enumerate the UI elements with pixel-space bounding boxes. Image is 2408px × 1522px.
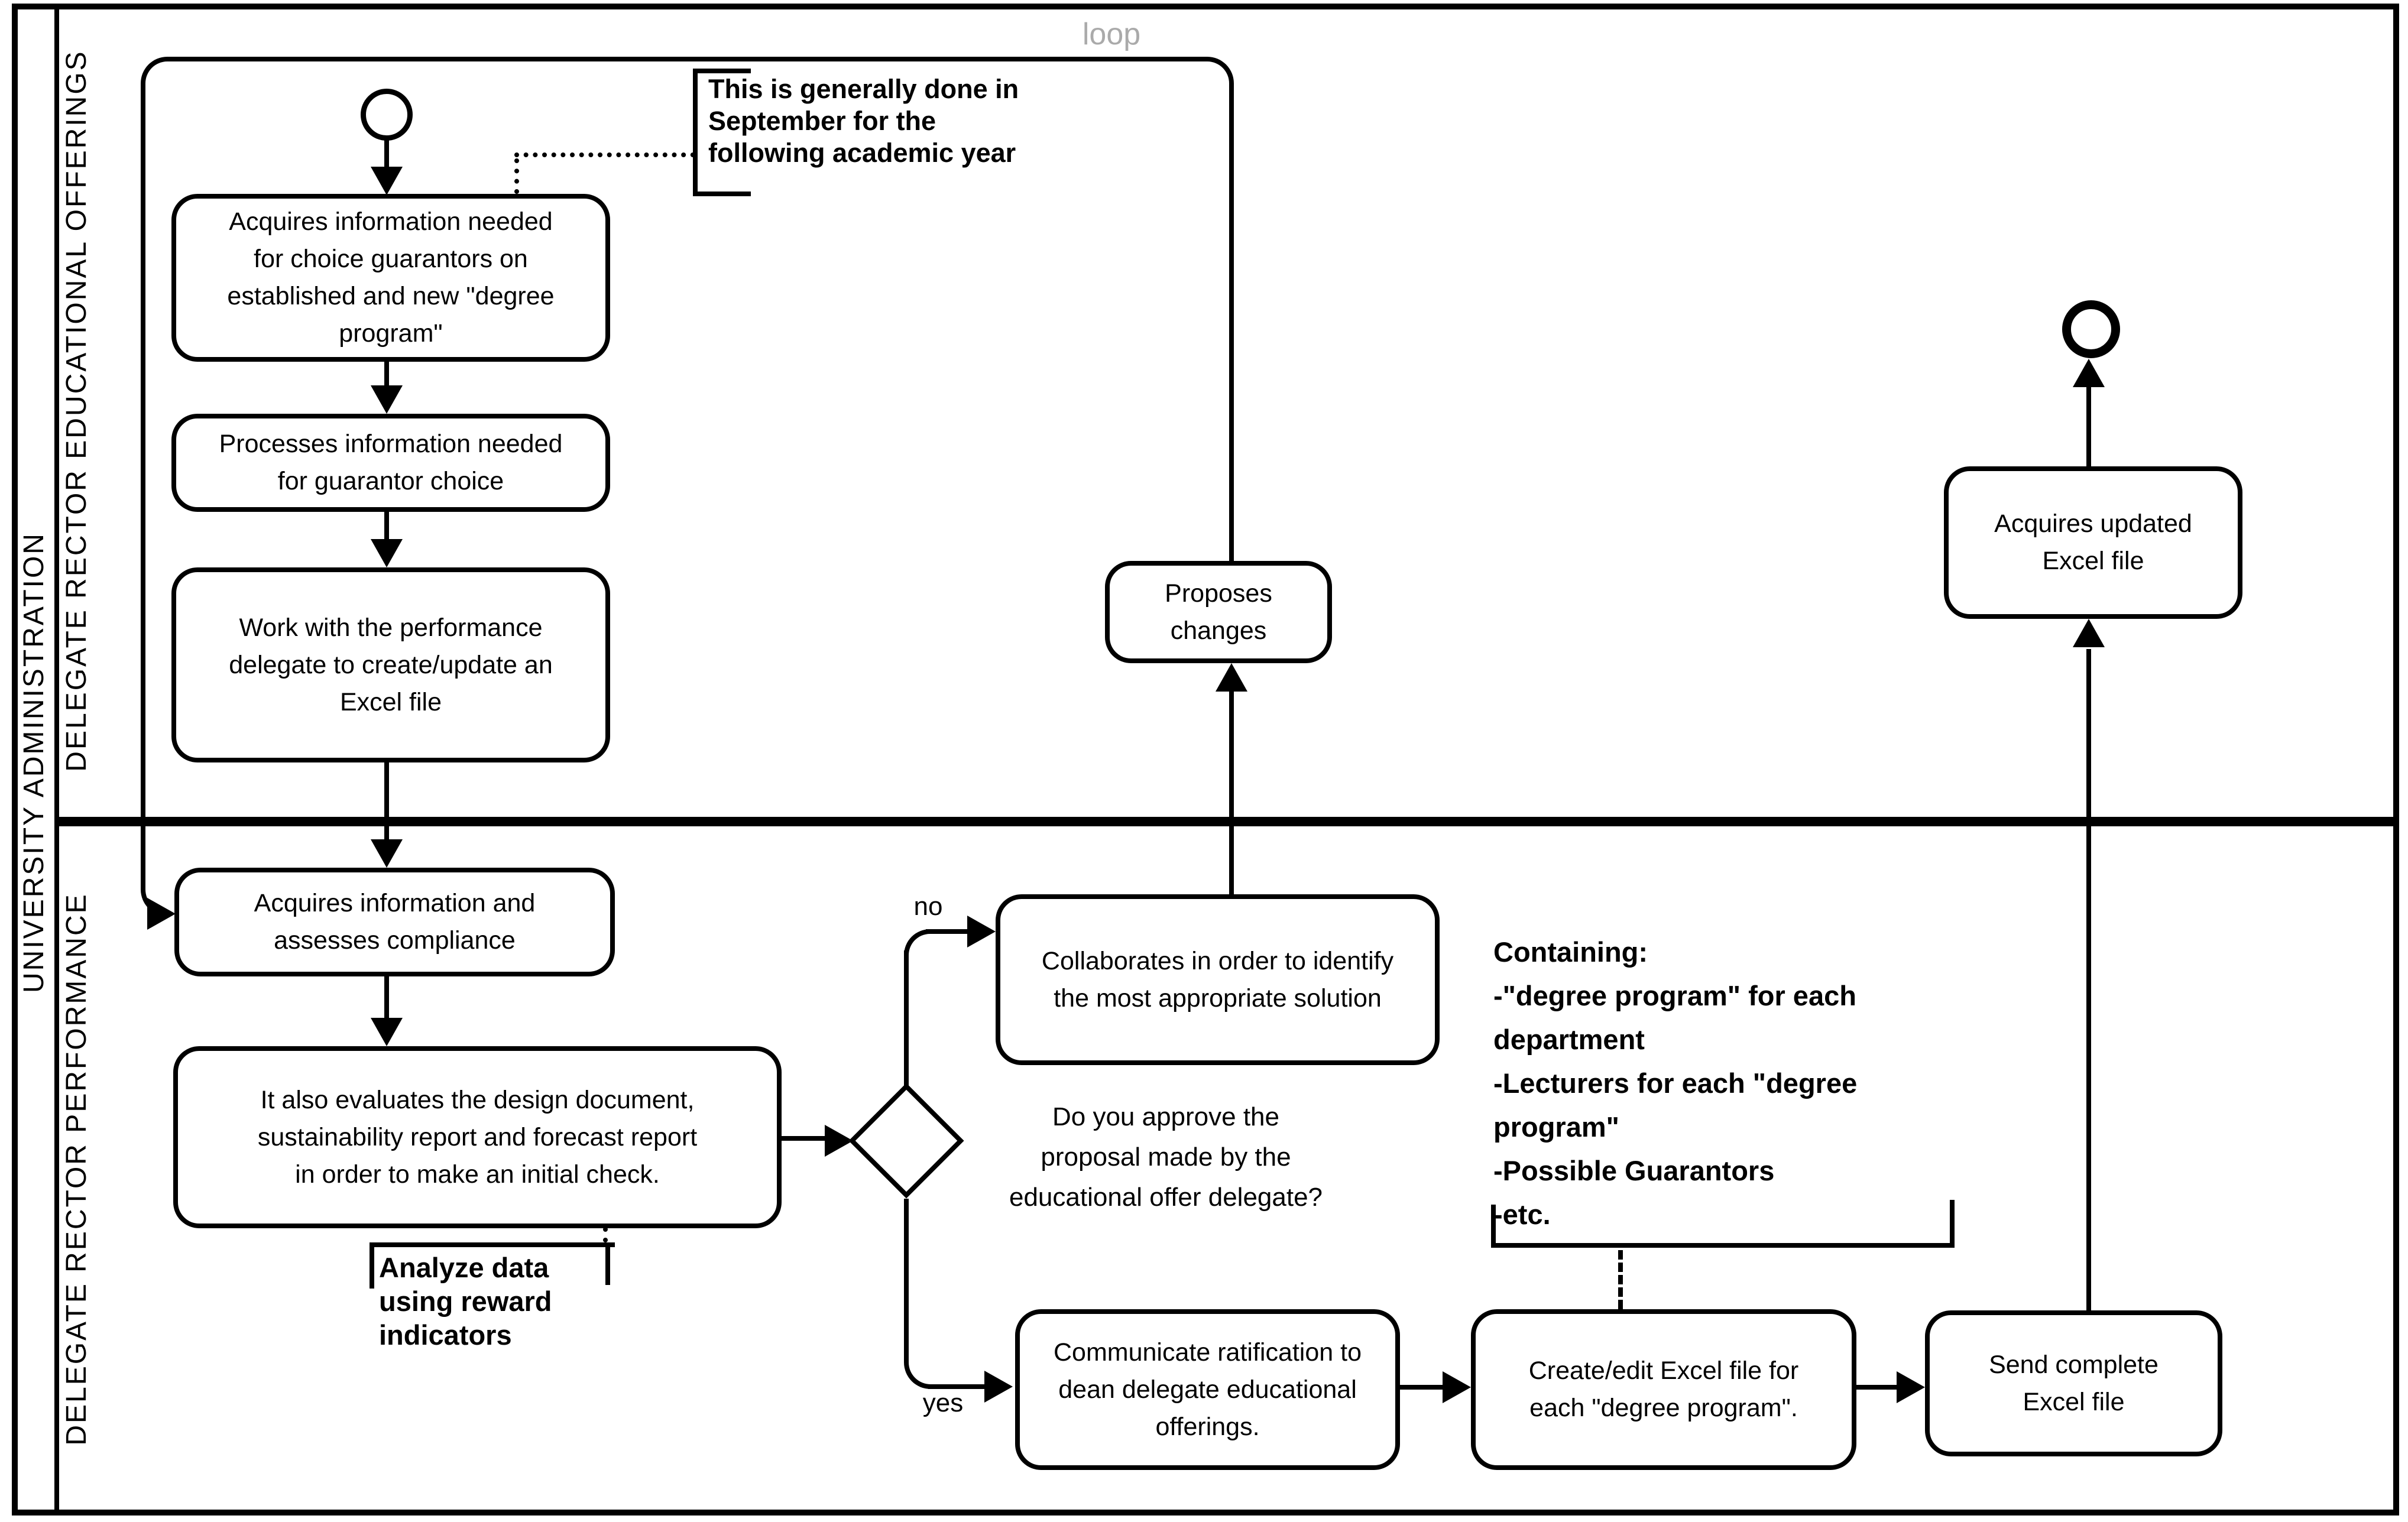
- loop-label: loop: [1082, 17, 1141, 51]
- gateway-question-label: Do you approve the proposal made by the …: [1009, 1102, 1323, 1212]
- flow-task3-to-task4: [384, 762, 389, 842]
- arrowhead-icon: [371, 839, 403, 868]
- loop-arrowhead-icon: [147, 898, 176, 930]
- pool-label-separator: [54, 4, 59, 1515]
- arrowhead-icon: [2073, 359, 2105, 387]
- arrowhead-icon: [1443, 1371, 1471, 1403]
- annotation-analyze: Analyze data using reward indicators: [379, 1252, 552, 1351]
- loop-path-left: [141, 118, 145, 888]
- task-work-performance-delegate: Work with the performance delegate to cr…: [171, 567, 610, 762]
- loop-path-right: [1229, 118, 1234, 563]
- task-acquire-assess-compliance: Acquires information and assesses compli…: [174, 868, 615, 976]
- annotation-containing: Containing: -"degree program" for each d…: [1493, 936, 1858, 1230]
- annotation-connector-containing: [1618, 1250, 1623, 1309]
- task-collaborate-solution: Collaborates in order to identify the mo…: [996, 894, 1440, 1065]
- arrowhead-icon: [1216, 663, 1247, 692]
- flow-no-horizontal: [926, 929, 971, 934]
- pool-border: [12, 4, 2399, 1515]
- flow-task2-to-task3: [384, 512, 389, 541]
- arrowhead-icon: [2073, 619, 2105, 647]
- no-label: no: [913, 892, 943, 921]
- arrowhead-icon: [1897, 1371, 1925, 1403]
- lane-label-performance: DELEGATE RECTOR PERFORMANCE: [61, 893, 92, 1446]
- flow-task5-to-gateway: [782, 1136, 827, 1141]
- annotation-bracket-analyze: [370, 1242, 615, 1247]
- arrowhead-icon: [984, 1371, 1013, 1403]
- flow-task4-to-task5: [384, 976, 389, 1020]
- flow-communicate-to-create: [1400, 1385, 1445, 1390]
- flow-send-to-acquire-updated: [2086, 649, 2091, 1310]
- flow-start-to-task1: [384, 139, 389, 171]
- task-process-info: Processes information needed for guarant…: [171, 414, 610, 512]
- task-create-edit-excel: Create/edit Excel file for each "degree …: [1471, 1309, 1856, 1470]
- annotation-bracket-analyze-right-tick: [605, 1247, 610, 1285]
- annotation-connector-september: [514, 152, 695, 157]
- annotation-bracket-september-bottom-tick: [693, 192, 751, 196]
- task-acquire-updated-excel: Acquires updated Excel file: [1944, 466, 2242, 619]
- flow-collaborate-to-proposes: [1229, 692, 1234, 894]
- task-acquire-info-guarantors: Acquires information needed for choice g…: [171, 194, 610, 362]
- flow-create-to-send: [1856, 1385, 1899, 1390]
- annotation-september: This is generally done in September for …: [708, 74, 1019, 168]
- lane-divider: [54, 817, 2399, 826]
- annotation-bracket-september-top-tick: [693, 69, 751, 73]
- yes-label: yes: [922, 1388, 964, 1417]
- annotation-connector-analyze: [603, 1227, 608, 1242]
- task-evaluate-documents: It also evaluates the design document, s…: [173, 1046, 782, 1228]
- flow-no-vertical: [904, 950, 909, 1086]
- start-event-icon: [361, 89, 413, 141]
- pool-label: UNIVERSITY ADMINISTRATION: [18, 532, 50, 993]
- task-propose-changes: Proposes changes: [1105, 561, 1332, 663]
- arrowhead-icon: [371, 385, 403, 414]
- annotation-bracket-containing-left-tick: [1491, 1205, 1496, 1243]
- flow-acquire-updated-to-end: [2086, 387, 2091, 466]
- loop-path-top: [141, 57, 1234, 122]
- annotation-bracket-analyze-left-tick: [370, 1247, 374, 1289]
- annotation-bracket-containing: [1491, 1243, 1955, 1248]
- annotation-bracket-containing-right-tick: [1950, 1200, 1955, 1243]
- arrowhead-icon: [371, 1018, 403, 1046]
- end-event-icon: [2062, 300, 2120, 358]
- annotation-connector-september-v: [514, 158, 519, 194]
- annotation-bracket-september: [693, 69, 698, 196]
- flow-task1-to-task2: [384, 362, 389, 389]
- task-communicate-ratification: Communicate ratification to dean delegat…: [1015, 1309, 1400, 1470]
- arrowhead-icon: [371, 539, 403, 567]
- flow-yes-vertical: [904, 1199, 909, 1362]
- arrowhead-icon: [825, 1125, 853, 1157]
- task-send-excel: Send complete Excel file: [1925, 1310, 2222, 1456]
- arrowhead-icon: [371, 167, 403, 195]
- arrowhead-icon: [967, 916, 996, 947]
- flow-yes-horizontal: [928, 1384, 986, 1389]
